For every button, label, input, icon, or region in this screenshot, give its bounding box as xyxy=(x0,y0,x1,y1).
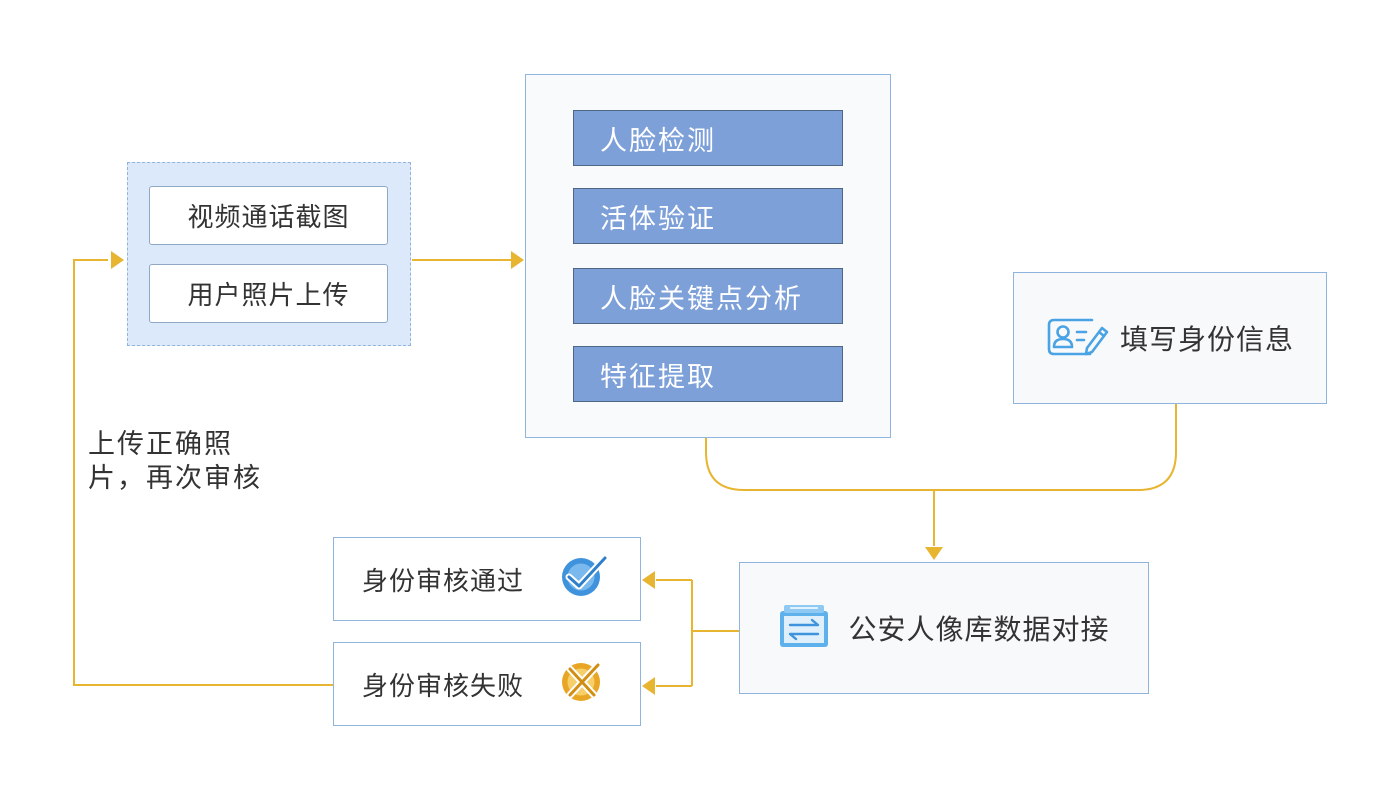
arrowhead-to-pass xyxy=(642,571,655,589)
input-group: 视频通话截图 用户照片上传 xyxy=(127,162,411,346)
arrowhead-to-process xyxy=(511,251,524,269)
result-fail-box: 身份审核失败 xyxy=(333,642,641,726)
connector-merge xyxy=(705,404,1177,491)
police-database-box: 公安人像库数据对接 xyxy=(739,562,1149,694)
input-video-screenshot: 视频通话截图 xyxy=(149,186,388,245)
step-face-detection: 人脸检测 xyxy=(573,110,843,166)
retry-note-line-1: 上传正确照 xyxy=(88,429,233,460)
identity-info-box: 填写身份信息 xyxy=(1013,272,1327,404)
result-pass-box: 身份审核通过 xyxy=(333,537,641,621)
step-feature-extraction: 特征提取 xyxy=(573,346,843,402)
retry-note: 上传正确照 片，再次审核 xyxy=(88,428,288,496)
police-database-label: 公安人像库数据对接 xyxy=(848,613,1110,646)
processing-panel: 人脸检测 活体验证 人脸关键点分析 特征提取 xyxy=(525,74,891,438)
cross-icon xyxy=(558,658,610,711)
retry-note-line-2: 片，再次审核 xyxy=(88,463,262,494)
arrowhead-retry xyxy=(111,251,124,269)
arrowhead-to-fail xyxy=(642,677,655,695)
check-icon xyxy=(558,553,610,606)
step-keypoint-analysis: 人脸关键点分析 xyxy=(573,268,843,324)
id-card-edit-icon xyxy=(1046,314,1110,362)
input-user-photo-upload: 用户照片上传 xyxy=(149,264,388,323)
arrowhead-to-db xyxy=(925,547,943,560)
result-fail-label: 身份审核失败 xyxy=(362,671,525,702)
database-sync-icon xyxy=(778,603,830,653)
identity-info-label: 填写身份信息 xyxy=(1119,323,1294,356)
result-pass-label: 身份审核通过 xyxy=(362,566,525,597)
connector-retry-loop xyxy=(73,259,333,686)
step-liveness-check: 活体验证 xyxy=(573,188,843,244)
